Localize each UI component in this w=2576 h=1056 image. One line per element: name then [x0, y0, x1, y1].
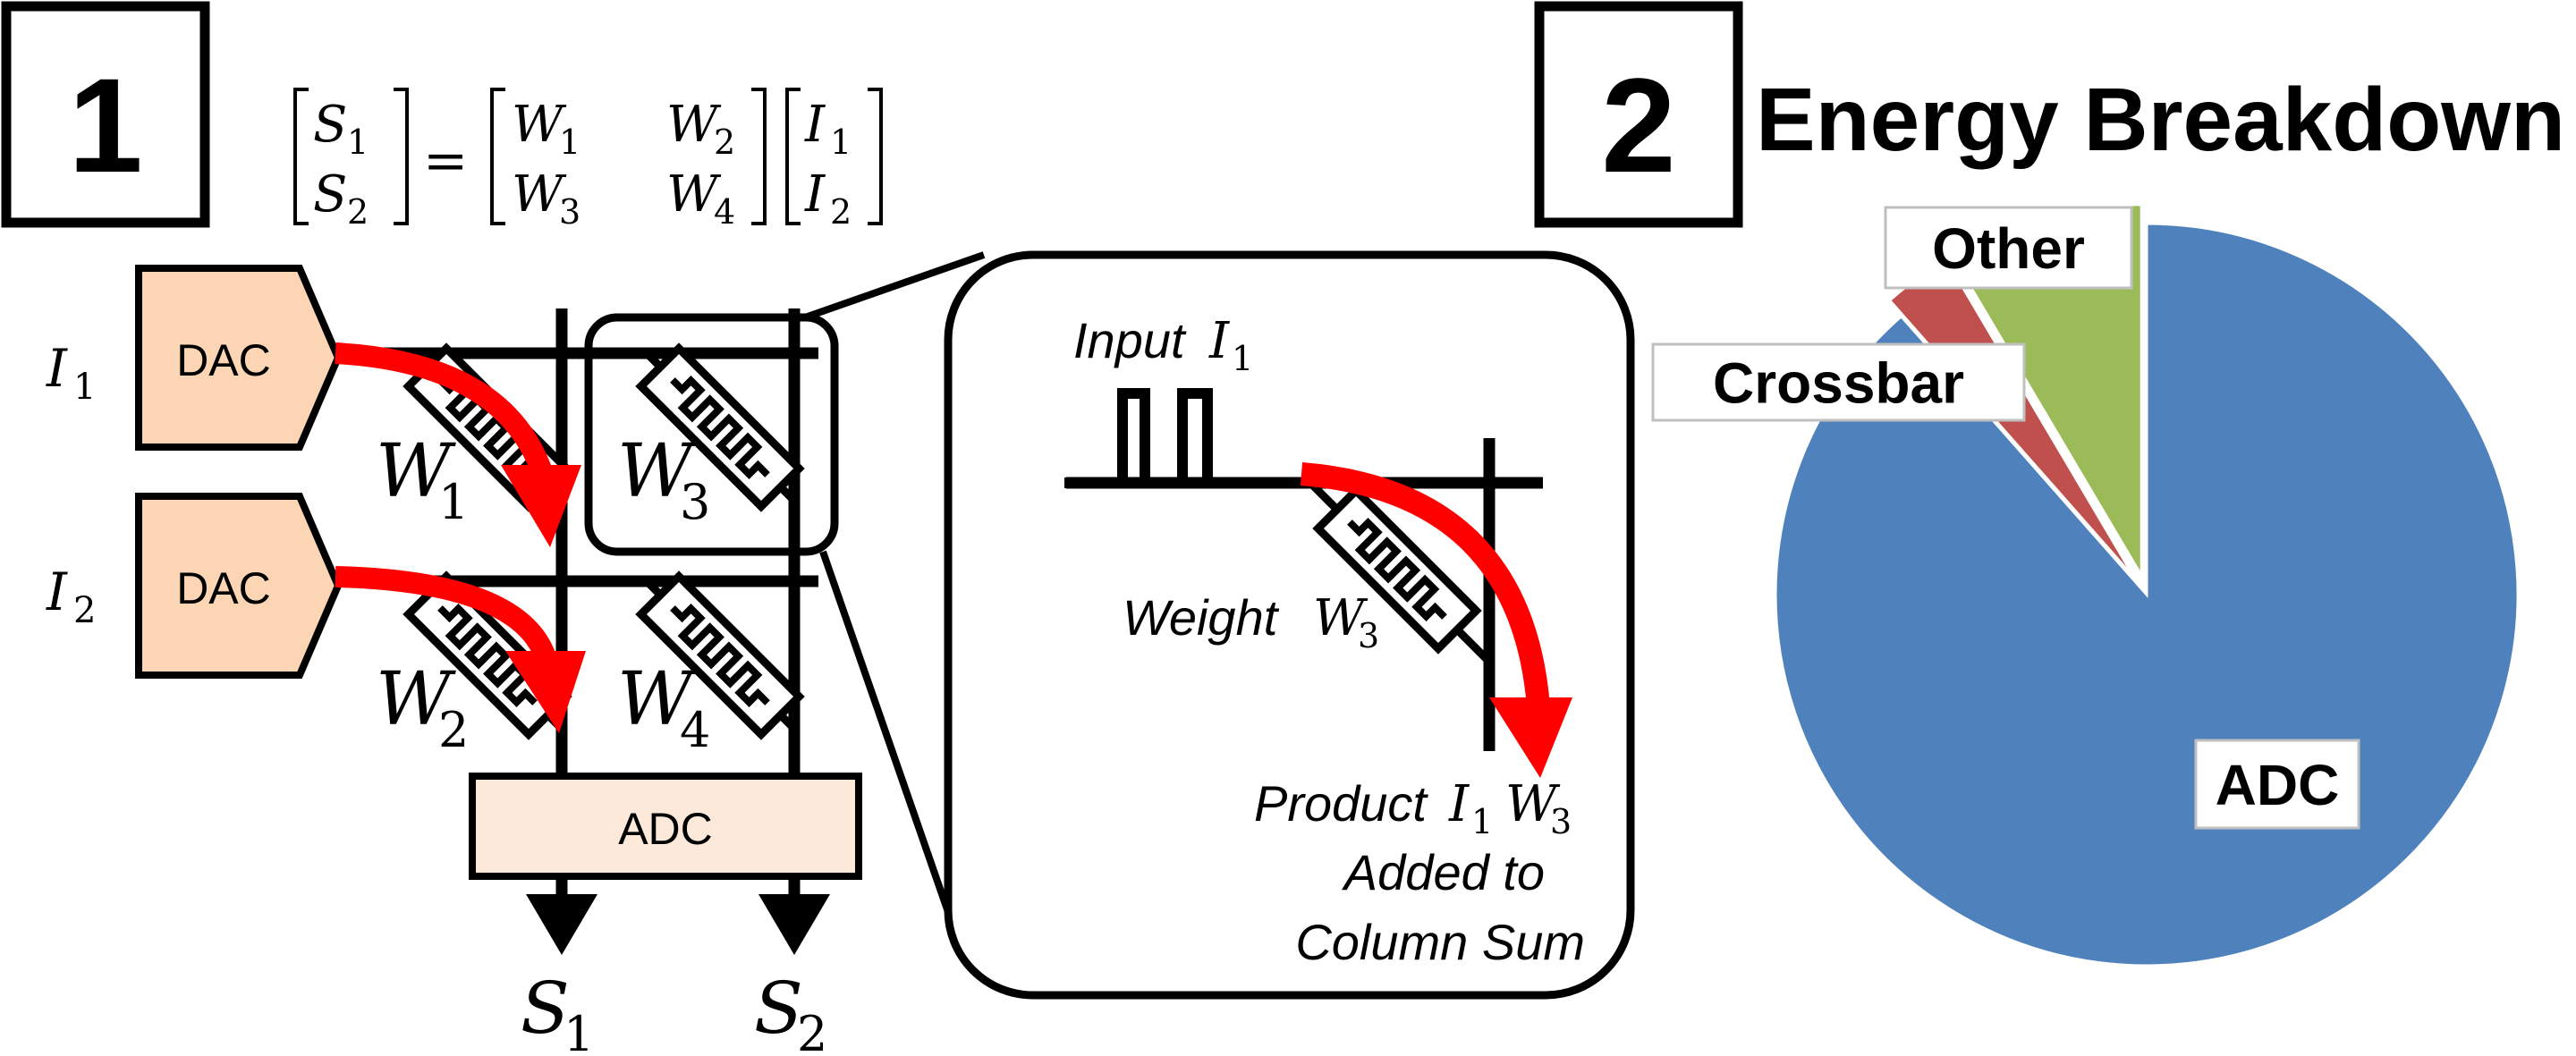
eq-w3-sub: 3: [559, 192, 580, 232]
eq-w1-sub: 1: [559, 122, 580, 162]
eq-w1-var: W: [512, 96, 567, 154]
zoom-input-label: Input I 1: [1073, 312, 1253, 378]
panel-1: 1 S 1 S 2 = W 1 W 2 W 3 W 4 I 1: [1, 1, 1635, 1056]
output-label-s2: S 2: [754, 967, 827, 1056]
eq-i2-sub: 2: [830, 192, 852, 232]
memristor-w3: [641, 349, 800, 507]
zoom-column-sum: Column Sum: [1295, 914, 1585, 970]
w3-var: W: [617, 429, 698, 514]
input-label-2: I 2: [46, 562, 96, 631]
weight-label-w4: W 4: [617, 657, 710, 758]
output-arrow-1: [526, 876, 597, 955]
zoom-weight-text: Weight: [1123, 589, 1280, 646]
input-1-var: I: [46, 338, 68, 399]
w2-var: W: [376, 657, 456, 742]
s2-sub: 2: [797, 1006, 827, 1056]
w4-sub: 4: [680, 702, 710, 758]
output-label-s1: S 1: [521, 967, 594, 1056]
zoom-input-sub: 1: [1232, 339, 1253, 378]
current-arrow-1: [335, 342, 581, 547]
zoom-weight-label: Weight W 3: [1123, 589, 1379, 655]
eq-i1-var: I: [804, 96, 826, 154]
w4-var: W: [617, 657, 698, 742]
w1-var: W: [376, 429, 456, 514]
dac-1: DAC: [135, 265, 343, 451]
w1-sub: 1: [438, 474, 469, 530]
eq-w4-var: W: [666, 165, 722, 224]
zoom-product-label: Product I 1 W 3: [1254, 775, 1572, 841]
s2-var: S: [754, 967, 803, 1050]
eq-w2-var: W: [666, 96, 722, 154]
zoom-product-w-var: W: [1505, 775, 1561, 833]
zoom-memristor: [1307, 479, 1493, 665]
w2-sub: 2: [438, 702, 469, 758]
adc-block: ADC: [469, 773, 862, 880]
weight-label-w2: W 2: [376, 657, 469, 758]
pie-slice-adc: [1774, 222, 2520, 967]
panel-2: 2 Energy Breakdown ADC Crossbar Other: [1534, 1, 2565, 967]
input-2-sub: 2: [73, 590, 96, 631]
zoom-connector-bottom: [819, 550, 952, 914]
zoom-input-var: I: [1208, 312, 1231, 370]
eq-i2-var: I: [804, 165, 826, 224]
current-arrow-2: [335, 566, 586, 733]
input-1-sub: 1: [73, 367, 96, 408]
dac-1-label: DAC: [176, 335, 271, 385]
eq-w3-var: W: [512, 165, 567, 224]
energy-pie-chart: ADC Crossbar Other: [1651, 203, 2520, 967]
eq-w2-sub: 2: [714, 122, 735, 162]
zoom-product-w-sub: 3: [1550, 802, 1572, 841]
dac-2: DAC: [135, 493, 343, 679]
chart-title: Energy Breakdown: [1756, 70, 2565, 170]
s1-sub: 1: [564, 1006, 594, 1056]
weight-label-w3: W 3: [617, 429, 710, 530]
eq-s1-sub: 1: [347, 122, 369, 162]
input-label-1: I 1: [46, 338, 96, 408]
eq-equals: =: [423, 130, 468, 192]
pie-label-text-other: Other: [1932, 216, 2085, 281]
pie-label-adc: ADC: [2194, 739, 2360, 830]
zoom-weight-sub: 3: [1358, 616, 1379, 655]
zoom-product-i-var: I: [1448, 775, 1470, 833]
weight-label-w1: W 1: [376, 429, 469, 530]
eq-i1-sub: 1: [830, 122, 852, 162]
panel-number-1: 1: [68, 50, 142, 200]
input-2-var: I: [46, 562, 68, 622]
eq-w4-sub: 4: [714, 192, 735, 232]
pie-label-crossbar: Crossbar: [1651, 342, 2026, 422]
pie-label-text-adc: ADC: [2216, 753, 2340, 817]
eq-s2-sub: 2: [347, 192, 369, 232]
memristor-w2: [409, 577, 567, 735]
zoom-product-i-sub: 1: [1471, 802, 1493, 841]
zoom-input-text: Input: [1073, 312, 1187, 368]
pie-label-text-crossbar: Crossbar: [1713, 351, 1964, 416]
zoom-panel: Input I 1 Weight W 3 Product I 1 W 3 Add…: [944, 250, 1635, 1000]
eq-s1-var: S: [313, 96, 347, 154]
pie-label-other: Other: [1884, 206, 2133, 290]
dac-2-label: DAC: [176, 563, 271, 613]
output-arrow-2: [758, 876, 830, 955]
memristor-w4: [641, 577, 800, 735]
zoom-weight-var: W: [1313, 589, 1368, 647]
panel-number-box-2: [1534, 1, 1743, 228]
matrix-equation: S 1 S 2 = W 1 W 2 W 3 W 4 I 1 I 2: [293, 88, 883, 232]
zoom-highlight-box: [584, 313, 839, 556]
panel-number-2: 2: [1601, 50, 1675, 200]
zoom-connector-top: [803, 251, 986, 321]
adc-label: ADC: [618, 804, 713, 854]
zoom-product-text: Product: [1254, 775, 1428, 832]
w3-sub: 3: [680, 474, 710, 530]
eq-s2-var: S: [313, 165, 347, 224]
panel-number-box-1: [1, 1, 210, 228]
s1-var: S: [521, 967, 570, 1050]
zoom-current-arrow: [1300, 462, 1572, 778]
zoom-added-to: Added to: [1342, 844, 1545, 900]
